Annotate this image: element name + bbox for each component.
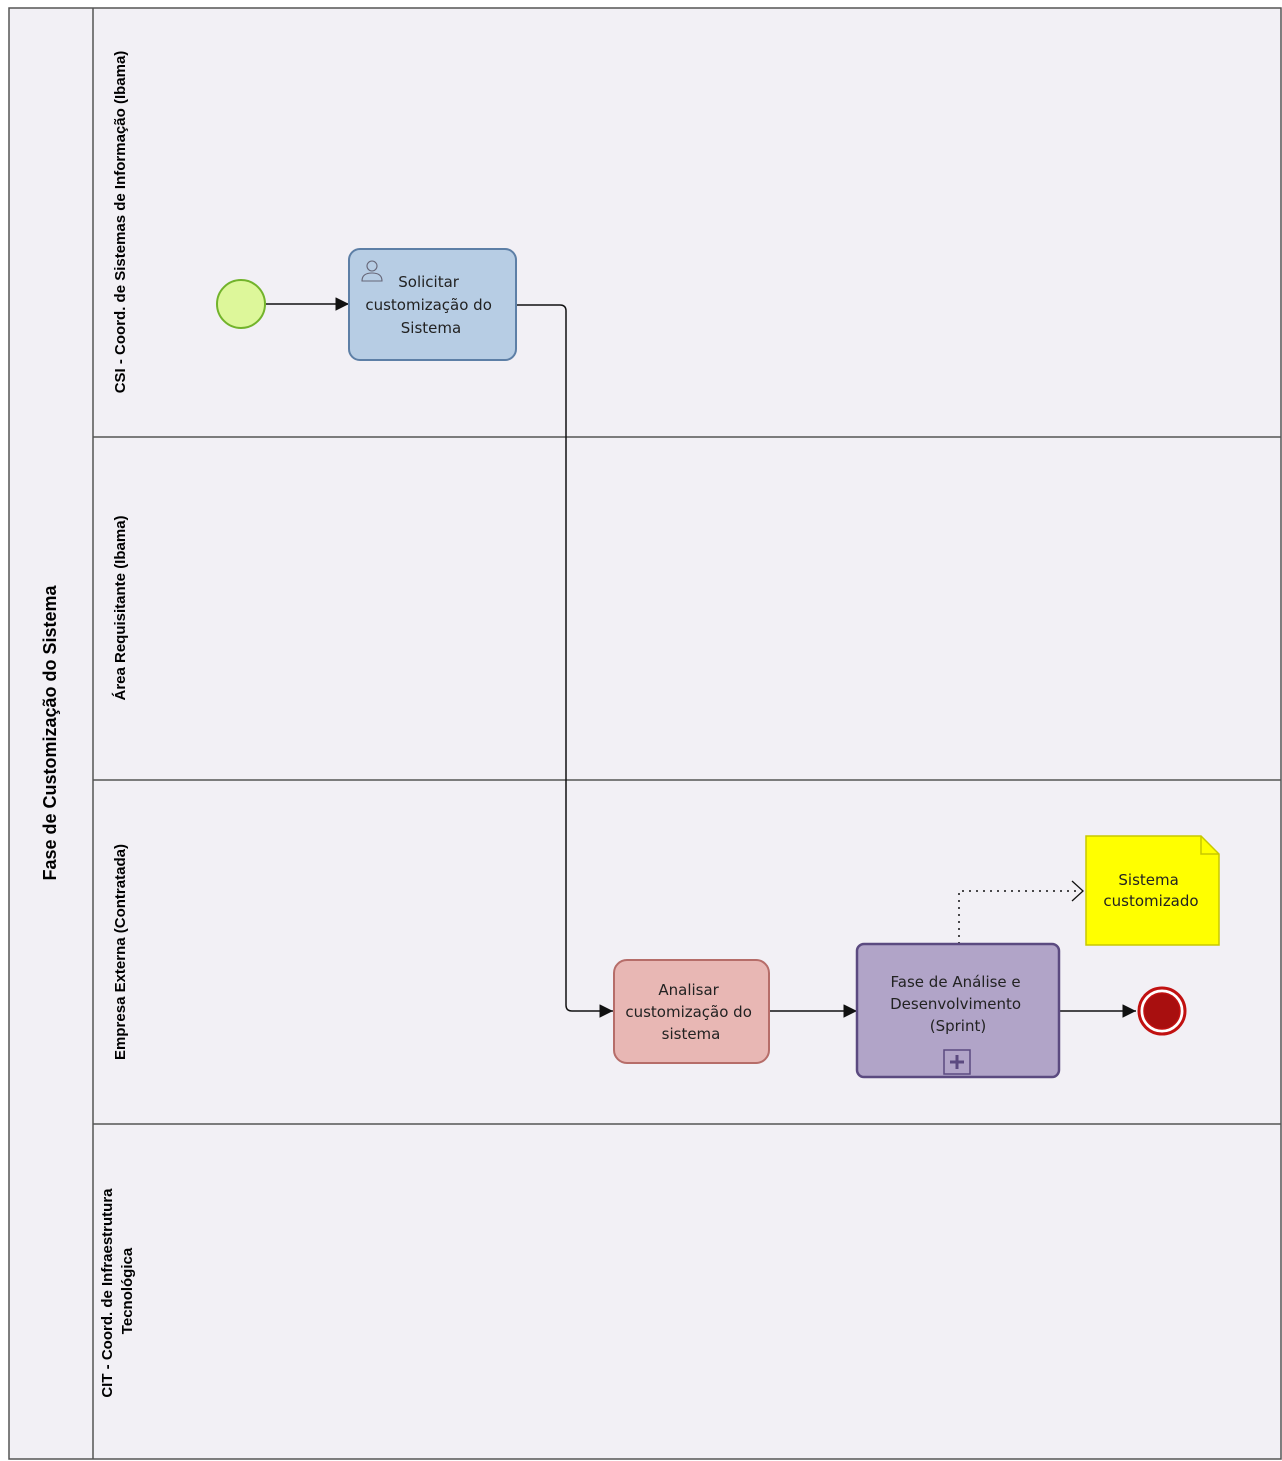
association-fase-to-note[interactable]	[958, 890, 1081, 944]
svg-text:Analisar customização do: Analisar customização do sistema	[625, 981, 756, 1043]
lane-label-cit-line-2: Tecnológica	[119, 1247, 136, 1334]
svg-text:Solicitar customização d: Solicitar customização do Sistema	[365, 273, 496, 337]
svg-text:Fase de Análise e Desenv: Fase de Análise e Desenvolvimento (Sprin…	[890, 973, 1026, 1035]
data-object-line-2: customizado	[1103, 892, 1198, 910]
lane-label-cit-line-1: CIT - Coord. de Infraestrutura	[99, 1188, 116, 1398]
task-solicitar-line-1: Solicitar	[398, 273, 460, 291]
task-analisar-line-1: Analisar	[658, 981, 719, 999]
task-solicitar-line-3: Sistema	[401, 319, 461, 337]
flow-solicitar-to-analisar[interactable]	[516, 304, 613, 1018]
lane-label-csi: CSI - Coord. de Sistemas de Informação (…	[112, 51, 129, 394]
subprocess-line-3: (Sprint)	[930, 1017, 986, 1035]
lane-label-empresa-externa: Empresa Externa (Contratada)	[112, 844, 129, 1060]
subprocess-fase-analise[interactable]: Fase de Análise e Desenvolvimento (Sprin…	[855, 942, 1061, 1079]
subprocess-line-2: Desenvolvimento	[890, 995, 1021, 1013]
data-object-sistema-customizado[interactable]: Sistema customizado	[1085, 835, 1220, 946]
end-event[interactable]	[1137, 986, 1187, 1036]
pool: Fase de Customização do Sistema	[8, 7, 1282, 1460]
user-icon	[361, 260, 383, 282]
association-arrowhead	[1071, 880, 1084, 902]
expand-plus-icon[interactable]	[943, 1049, 971, 1075]
lane-label-cit: CIT - Coord. de Infraestrutura Tecnológi…	[99, 1184, 136, 1397]
task-analisar[interactable]: Analisar customização do sistema	[613, 959, 770, 1064]
task-analisar-line-2: customização do	[625, 1003, 752, 1021]
subprocess-line-1: Fase de Análise e	[891, 973, 1021, 991]
task-analisar-line-3: sistema	[662, 1025, 721, 1043]
task-solicitar-line-2: customização do	[365, 296, 492, 314]
lane-separators	[93, 436, 1281, 1125]
svg-text:Sistema customizado: Sistema customizado	[1103, 871, 1198, 910]
lane-label-area-requisitante: Área Requisitante (Ibama)	[112, 515, 129, 700]
task-solicitar[interactable]: Solicitar customização do Sistema	[348, 248, 517, 361]
pool-title: Fase de Customização do Sistema	[40, 584, 60, 880]
start-event[interactable]	[216, 279, 266, 329]
data-object-line-1: Sistema	[1118, 871, 1178, 889]
